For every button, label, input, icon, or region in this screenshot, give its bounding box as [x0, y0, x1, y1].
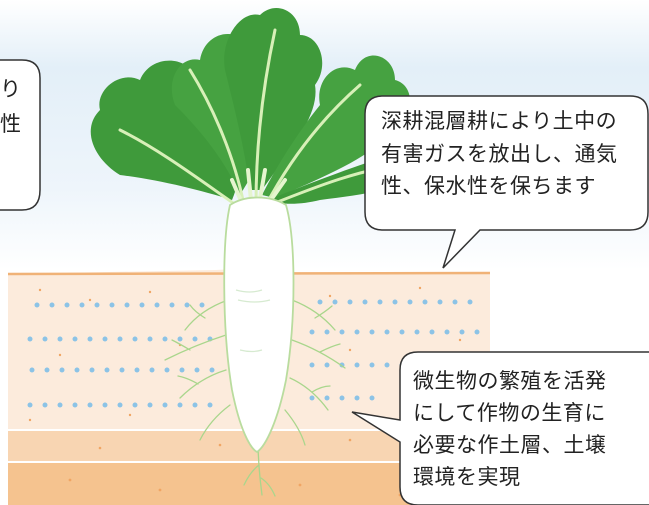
- leaf-center: [224, 7, 323, 190]
- radish-fine-roots: [164, 299, 346, 497]
- dot-row-3-left: [29, 367, 215, 373]
- dot-row-4-left: [27, 402, 213, 408]
- radish-leaves: [90, 7, 416, 212]
- bubble-text-bottom-right: 微生物の繁殖を活発 にして作物の生育に 必要な作土層、土壌 環境を実現: [413, 369, 607, 489]
- dot-row-4-right: [309, 395, 375, 401]
- leaf-right-inner: [262, 55, 410, 198]
- dot-row-2-left: [27, 336, 213, 342]
- speech-bubble-top-right: [364, 95, 649, 269]
- soil-air-dots: [27, 299, 480, 408]
- radish-root: [223, 196, 295, 454]
- dot-row-1-right: [317, 299, 473, 305]
- dot-row-3-right: [309, 362, 405, 368]
- dot-row-1-left: [34, 302, 205, 308]
- speech-bubble-left-partial: [0, 59, 41, 211]
- bubble-text-top-right: 深耕混層耕により土中の 有害ガスを放出し、通気 性、保水性を保ちます: [381, 109, 618, 199]
- bubble-text-left-partial: り 性: [0, 77, 22, 136]
- dot-row-2-right: [309, 329, 480, 335]
